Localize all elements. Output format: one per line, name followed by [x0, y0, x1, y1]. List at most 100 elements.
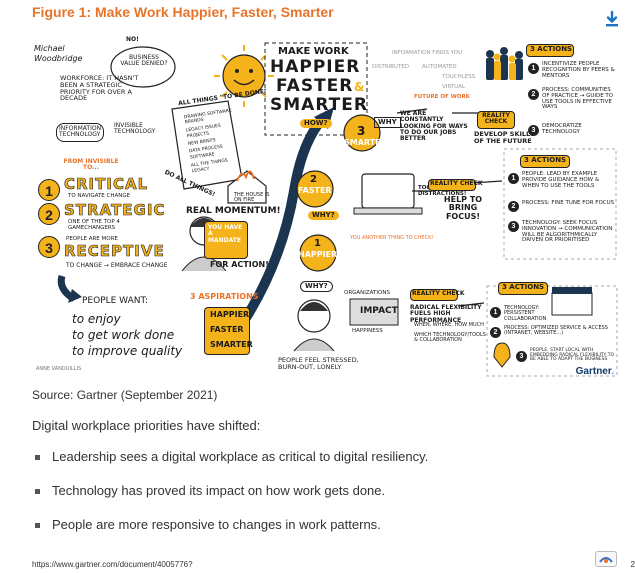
- we-are-text: WE ARE CONSTANTLY LOOKING FOR WAYS TO DO…: [400, 110, 468, 143]
- action-happier-2: PROCESS: OPTIMIZED SERVICE & ACCESS (INT…: [504, 325, 608, 337]
- action-smarter-3-num: 3: [528, 125, 539, 136]
- figure-source: Source: Gartner (September 2021): [32, 388, 218, 402]
- actions-happier-label: 3 ACTIONS: [502, 283, 545, 291]
- bullet-text: People are more responsive to changes in…: [52, 517, 381, 532]
- for-action: FOR ACTION!: [210, 260, 269, 269]
- action-faster-2: PROCESS: FINE TUNE FOR FOCUS: [522, 200, 615, 206]
- future-item-1: INFORMATION FINDS YOU: [392, 50, 463, 56]
- mandate-note: [204, 221, 248, 259]
- house-fire-label: THE HOUSE IS ON FIRE: [234, 192, 270, 204]
- bullet-square-icon: [35, 489, 40, 494]
- critical-word: CRITICAL: [64, 175, 149, 193]
- reality-check-smarter: [477, 111, 515, 129]
- action-happier-2-num: 2: [490, 327, 501, 338]
- future-item-2: DISTRIBUTED: [372, 64, 410, 70]
- bullet-square-icon: [35, 523, 40, 528]
- action-smarter-1-num: 1: [528, 63, 539, 74]
- action-faster-1: PEOPLE: LEAD BY EXAMPLE PROVIDE GUIDANCE…: [522, 171, 600, 189]
- faster-title: FASTER: [276, 76, 354, 96]
- from-invisible: FROM INVISIBLE TO...: [63, 158, 119, 172]
- smarter-title: SMARTER: [270, 95, 368, 115]
- happier-circle-label: HAPPIER: [298, 250, 338, 259]
- reality-check-faster-label: REALITY CHECK: [430, 180, 483, 187]
- future-of-work: FUTURE OF WORK: [414, 94, 470, 100]
- aspirations-box: [204, 307, 250, 355]
- real-momentum: REAL MOMENTUM!: [186, 206, 281, 216]
- action-faster-1-num: 1: [508, 173, 519, 184]
- receptive-sub: TO CHANGE → EMBRACE CHANGE: [66, 262, 168, 269]
- want-work-done: to get work done: [72, 328, 175, 342]
- action-happier-3-num: 3: [516, 351, 527, 362]
- intro-paragraph: Digital workplace priorities have shifte…: [32, 418, 261, 433]
- action-faster-3: TECHNOLOGY: SEEK FOCUS INNOVATION → COMM…: [522, 220, 613, 244]
- happier-title: HAPPIER: [270, 57, 361, 77]
- mandate-text: YOU HAVE A MANDATE: [208, 224, 243, 244]
- impact-label: IMPACT: [360, 306, 398, 316]
- smarter-circle-label: SMARTER: [344, 138, 387, 147]
- action-faster-3-num: 3: [508, 221, 519, 232]
- actions-smarter-tag: [526, 44, 574, 57]
- asp-smarter: SMARTER: [210, 340, 253, 349]
- gartner-logo: Gartner.: [575, 366, 614, 377]
- receptive-number: 3: [38, 236, 60, 258]
- why-happier: WHY?: [300, 281, 333, 293]
- action-happier-3: PEOPLE: START LOCAL WITH EMBEDDING RADIC…: [530, 348, 614, 363]
- radical-flexibility: RADICAL FLEXIBILITY FUELS HIGH PERFORMAN…: [410, 304, 482, 324]
- footer-url[interactable]: https://www.gartner.com/document/4005776…: [32, 560, 193, 569]
- faster-circle-label: FASTER: [298, 186, 332, 195]
- organizations-label: ORGANIZATIONS: [344, 290, 390, 296]
- actions-faster-label: 3 ACTIONS: [524, 156, 567, 164]
- list-item: People are more responsive to changes in…: [32, 517, 428, 551]
- download-icon[interactable]: [603, 10, 621, 28]
- no-bubble: NO!: [126, 36, 139, 43]
- reality-check-smarter-label: REALITY CHECK: [482, 112, 510, 126]
- action-smarter-2-num: 2: [528, 89, 539, 100]
- bullet-square-icon: [35, 455, 40, 460]
- action-faster-2-num: 2: [508, 201, 519, 212]
- strategic-number: 2: [38, 203, 60, 225]
- develop-skills: DEVELOP SKILLS OF THE FUTURE: [474, 130, 535, 145]
- actions-happier-tag: [498, 282, 548, 295]
- help-focus: HELP TO BRING FOCUS!: [443, 195, 483, 221]
- faster-number: 2: [310, 174, 317, 185]
- how-bubble: HOW?: [300, 119, 332, 129]
- asp-happier: HAPPIER: [210, 310, 250, 319]
- reality-check-happier: [410, 289, 458, 301]
- happier-number: 1: [314, 238, 321, 249]
- receptive-pre: PEOPLE ARE MORE: [66, 236, 118, 242]
- feedback-icon[interactable]: [595, 551, 617, 567]
- reality-check-faster: [428, 179, 476, 191]
- bullet-list: Leadership sees a digital workplace as c…: [32, 449, 428, 551]
- another-thing: YOU ANOTHER THING TO CHECK!: [350, 235, 434, 241]
- why-smarter: WHY: [374, 117, 401, 129]
- action-smarter-2: PROCESS: COMMUNITIES OF PRACTICE → GUIDE…: [542, 87, 614, 111]
- happiness-label: HAPPINESS: [352, 328, 383, 334]
- smarter-number: 3: [357, 124, 366, 138]
- actions-smarter-label: 3 ACTIONS: [530, 45, 573, 53]
- asp-faster: FASTER: [210, 325, 244, 334]
- actions-faster-tag: [520, 155, 570, 168]
- invisible-tech-label: INVISIBLE TECHNOLOGY: [114, 122, 156, 136]
- list-item: Leadership sees a digital workplace as c…: [32, 449, 428, 483]
- critical-sub: TO NAVIGATE CHANGE: [68, 193, 131, 199]
- receptive-word: RECEPTIVE: [64, 242, 165, 260]
- list-item: Technology has proved its impact on how …: [32, 483, 428, 517]
- want-enjoy: to enjoy: [72, 312, 121, 326]
- make-work-label: MAKE WORK: [278, 46, 349, 57]
- business-value-bubble: BUSINESS VALUE DENIED?: [120, 54, 168, 68]
- workforce-text: WORKFORCE: IT HASN'T BEEN A STRATEGIC PR…: [60, 74, 139, 103]
- future-item-4: TOUCHLESS: [442, 74, 476, 80]
- action-smarter-3: DEMOCRATIZE TECHNOLOGY: [542, 123, 582, 135]
- people-want-label: PEOPLE WANT:: [82, 296, 149, 306]
- info-tech-label: INFORMATION TECHNOLOGY: [56, 123, 104, 142]
- reality-check-happier-label: REALITY CHECK: [412, 290, 465, 297]
- action-happier-1: TECHNOLOGY: PERSISTENT COLLABORATION: [504, 305, 547, 322]
- sketchnote-illustration: Michael Woodbridge NO! BUSINESS VALUE DE…: [32, 31, 620, 381]
- strategic-sub: ONE OF THE TOP 4 GAMECHANGERS: [68, 219, 120, 231]
- bullet-text: Technology has proved its impact on how …: [52, 483, 386, 498]
- signature: ANNE VANDUILLIS: [36, 366, 82, 372]
- figure-title: Figure 1: Make Work Happier, Faster, Sma…: [32, 4, 334, 20]
- and-symbol: &: [354, 80, 365, 94]
- why-faster: WHY?: [308, 211, 339, 221]
- bullet-text: Leadership sees a digital workplace as c…: [52, 449, 429, 464]
